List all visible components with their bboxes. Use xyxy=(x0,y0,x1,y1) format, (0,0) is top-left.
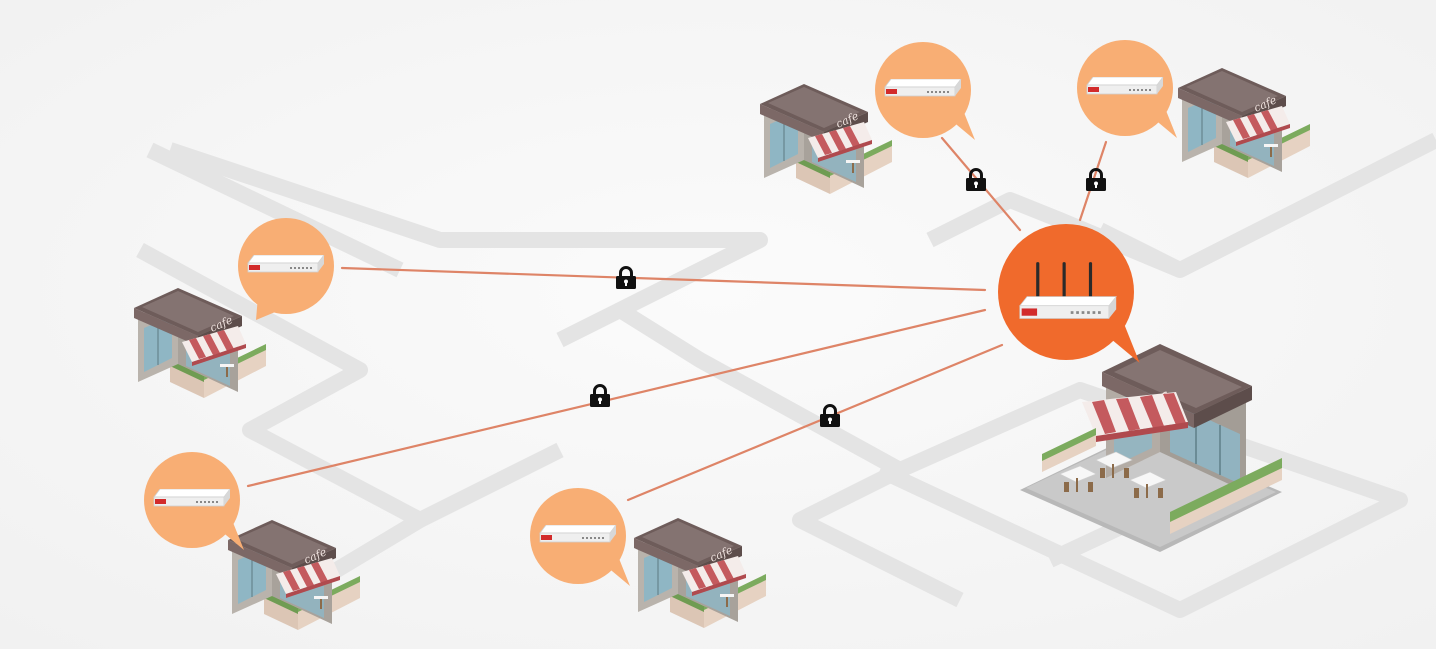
branch-bubble-top-right xyxy=(1077,40,1177,138)
branch-bubble-left xyxy=(238,218,334,320)
branch-firewall-icon xyxy=(884,79,962,97)
vpn-tunnel-left xyxy=(340,266,987,292)
branch-bubble-bottom-center xyxy=(530,488,630,586)
road-grid xyxy=(136,132,1436,618)
vpn-tunnel-bottom-center xyxy=(626,343,1004,502)
branch-firewall-icon xyxy=(539,525,617,543)
hub-bubble xyxy=(998,224,1140,363)
branch-firewall-icon xyxy=(153,489,231,507)
branch-bubble-top-center xyxy=(875,42,975,140)
vpn-tunnel-bottom-left xyxy=(246,308,987,488)
branch-bubble-bottom-left xyxy=(144,452,244,550)
device-bubbles xyxy=(144,40,1177,586)
branch-firewall-icon xyxy=(247,255,325,273)
branch-firewall-icon xyxy=(1086,77,1164,95)
